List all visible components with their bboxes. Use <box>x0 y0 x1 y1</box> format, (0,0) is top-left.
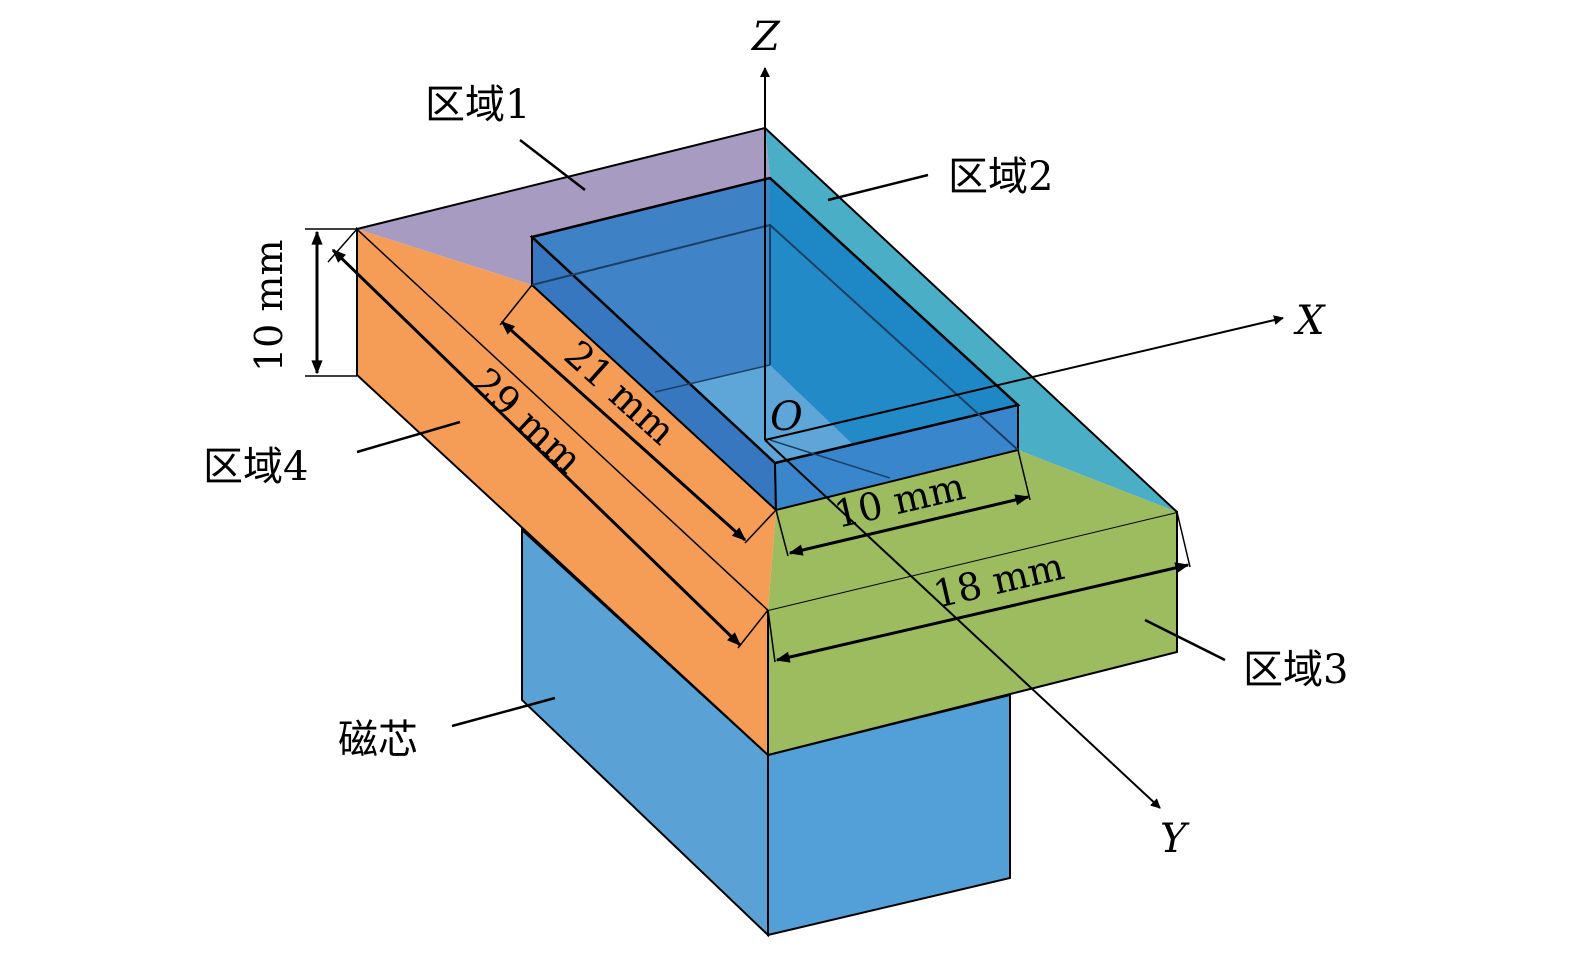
z-axis-label: Z <box>750 14 781 60</box>
x-axis-label: X <box>1293 298 1326 344</box>
region1-label: 区域1 <box>425 82 530 128</box>
origin-label: O <box>770 394 803 440</box>
region2-label: 区域2 <box>948 154 1053 200</box>
region3-label: 区域3 <box>1243 647 1348 693</box>
leader-lines <box>356 139 1226 728</box>
dimensions <box>305 228 1191 663</box>
region4-label: 区域4 <box>203 444 308 490</box>
region1-top <box>357 128 770 285</box>
height-dimension-label: 10 mm <box>247 240 291 373</box>
core-label: 磁芯 <box>338 717 418 763</box>
y-axis-label: Y <box>1160 816 1190 862</box>
